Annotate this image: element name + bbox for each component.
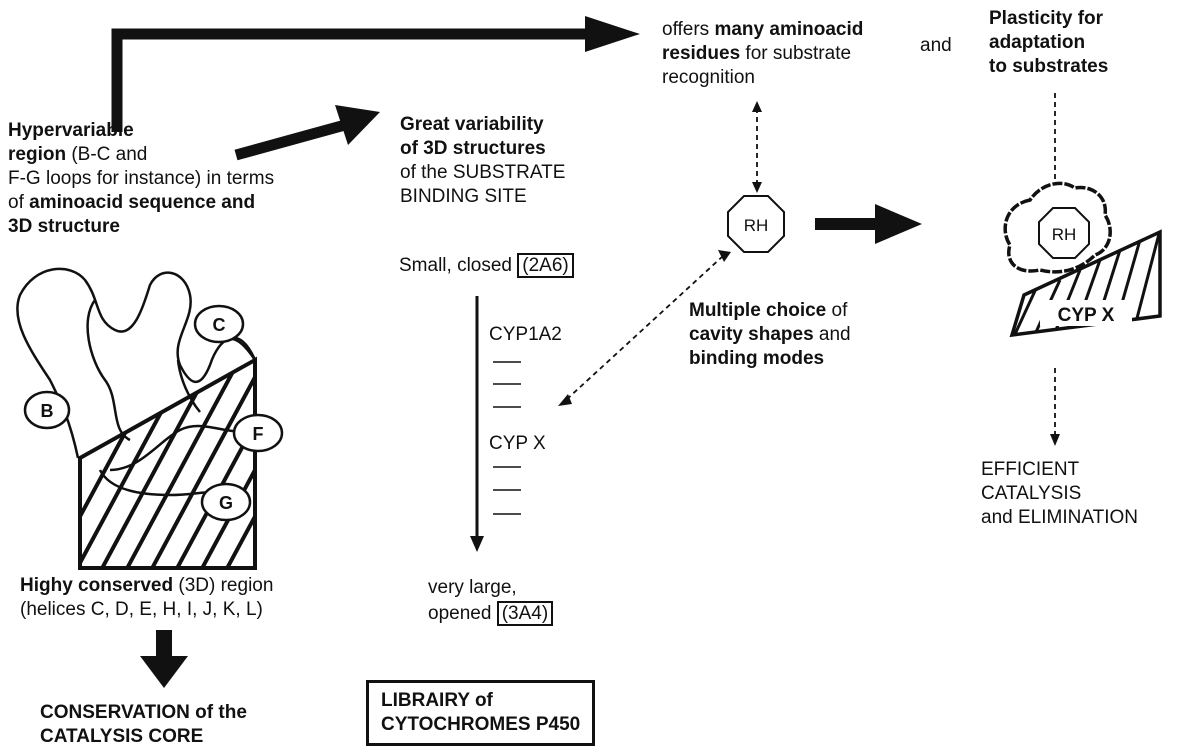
very-large-code: (3A4) bbox=[496, 601, 554, 626]
dashed-arrow-offers-rh bbox=[752, 101, 762, 193]
efficient-line-3: and ELIMINATION bbox=[981, 507, 1138, 528]
arrow-to-variability bbox=[234, 105, 380, 161]
small-closed-code: (2A6) bbox=[517, 253, 574, 278]
offers-line-1: offers many aminoacid bbox=[662, 18, 863, 42]
hyper-line-4-bold: aminoacid sequence and bbox=[29, 192, 256, 213]
multiple-line-1: Multiple choice of bbox=[689, 299, 851, 323]
loop-c-label: C bbox=[213, 315, 226, 335]
multiple-line-2: cavity shapes and bbox=[689, 323, 851, 347]
and-connector: and bbox=[920, 35, 952, 56]
conserved-line-1-normal: (3D) region bbox=[173, 575, 274, 596]
variability-line-1: Great variability bbox=[400, 114, 544, 135]
loop-g-marker bbox=[200, 482, 252, 522]
protein-structure-left: C B F G bbox=[16, 267, 284, 570]
multiple-line-1-normal: of bbox=[826, 300, 848, 321]
cyp-x-box-label: CYP X bbox=[1058, 305, 1115, 326]
loop-g-label: G bbox=[219, 493, 233, 513]
variability-text: Great variability of 3D structures of th… bbox=[400, 113, 565, 209]
conserved-line-2: (helices C, D, E, H, I, J, K, L) bbox=[20, 599, 263, 620]
multiple-line-3: binding modes bbox=[689, 348, 825, 369]
offers-line-1-bold: many aminoacid bbox=[714, 19, 864, 40]
loop-b-label: B bbox=[41, 401, 54, 421]
small-closed-text: Small, closed bbox=[399, 255, 518, 276]
rh-label: RH bbox=[744, 216, 769, 235]
variability-line-2: of 3D structures bbox=[400, 138, 546, 159]
offers-line-3: recognition bbox=[662, 67, 755, 88]
library-line-1: LIBRAIRY of bbox=[381, 690, 493, 711]
hyper-line-3: F-G loops for instance) in terms bbox=[8, 168, 275, 189]
dashed-arrow-to-efficient bbox=[1050, 368, 1060, 446]
hypervariable-text: Hypervariable region (B-C and F-G loops … bbox=[8, 119, 274, 239]
cyp1a2-label: CYP1A2 bbox=[489, 324, 562, 345]
plasticity-text: Plasticity for adaptation to substrates bbox=[989, 7, 1108, 79]
arrow-to-adaptation bbox=[815, 204, 922, 244]
offers-line-1-normal: offers bbox=[662, 19, 715, 40]
conservation-core-text: CONSERVATION of the CATALYSIS CORE bbox=[40, 701, 247, 749]
offers-line-2: residues for substrate bbox=[662, 42, 863, 66]
loop-b-marker bbox=[23, 390, 71, 430]
offers-line-2-bold: residues bbox=[662, 43, 741, 64]
multiple-line-2-normal: and bbox=[813, 324, 851, 345]
multiple-line-2-bold: cavity shapes bbox=[689, 324, 814, 345]
library-line-2: CYTOCHROMES P450 bbox=[381, 714, 581, 735]
cypx-label: CYP X bbox=[489, 433, 546, 454]
plasticity-line-3: to substrates bbox=[989, 56, 1109, 77]
conserved-line-1-bold: Highy conserved bbox=[20, 575, 174, 596]
library-box: LIBRAIRY of CYTOCHROMES P450 bbox=[366, 680, 596, 746]
very-large-line-1: very large, bbox=[428, 577, 517, 598]
variability-line-3: of the SUBSTRATE bbox=[400, 162, 566, 183]
offers-line-2-normal: for substrate bbox=[740, 43, 852, 64]
library-dashes bbox=[493, 361, 521, 515]
top-arrow bbox=[111, 16, 640, 132]
hyper-line-2: region (B-C and bbox=[8, 143, 274, 167]
very-large-line-2: opened (3A4) bbox=[428, 601, 554, 626]
arrow-to-conservation bbox=[140, 630, 188, 688]
hyper-line-4: of aminoacid sequence and bbox=[8, 191, 274, 215]
hyper-line-2-normal: (B-C and bbox=[66, 144, 148, 165]
rh-octagon bbox=[727, 195, 785, 253]
conserved-text: Highy conserved (3D) region (helices C, … bbox=[20, 574, 273, 622]
arrow-small-to-large bbox=[470, 296, 484, 552]
loop-f-label: F bbox=[253, 424, 264, 444]
core-line-2: CATALYSIS CORE bbox=[40, 726, 204, 747]
hyper-line-5: 3D structure bbox=[8, 216, 120, 237]
hyper-line-1: Hypervariable bbox=[8, 120, 134, 141]
loop-f-marker bbox=[232, 413, 284, 453]
plasticity-line-1: Plasticity for bbox=[989, 8, 1104, 29]
multiple-line-1-bold: Multiple choice bbox=[689, 300, 827, 321]
variability-line-4: BINDING SITE bbox=[400, 186, 527, 207]
protein-structure-right: CYP X RH bbox=[1003, 181, 1162, 338]
hyper-line-4-normal: of bbox=[8, 192, 30, 213]
efficient-text: EFFICIENT CATALYSIS and ELIMINATION bbox=[981, 458, 1138, 530]
hyper-line-2-bold: region bbox=[8, 144, 67, 165]
multiple-choice-text: Multiple choice of cavity shapes and bin… bbox=[689, 299, 851, 371]
very-large-label: very large, opened (3A4) bbox=[428, 576, 554, 626]
offers-text: offers many aminoacid residues for subst… bbox=[662, 18, 863, 90]
core-line-1: CONSERVATION of the bbox=[40, 702, 247, 723]
rh-bound-label: RH bbox=[1052, 225, 1077, 244]
very-large-opened: opened bbox=[428, 603, 497, 624]
dashed-arrow-rh-cypx bbox=[558, 250, 731, 406]
conserved-line-1: Highy conserved (3D) region bbox=[20, 574, 273, 598]
plasticity-line-2: adaptation bbox=[989, 32, 1086, 53]
loop-c-marker bbox=[193, 304, 245, 344]
small-closed-label: Small, closed (2A6) bbox=[399, 253, 574, 278]
efficient-line-2: CATALYSIS bbox=[981, 483, 1082, 504]
efficient-line-1: EFFICIENT bbox=[981, 459, 1080, 480]
